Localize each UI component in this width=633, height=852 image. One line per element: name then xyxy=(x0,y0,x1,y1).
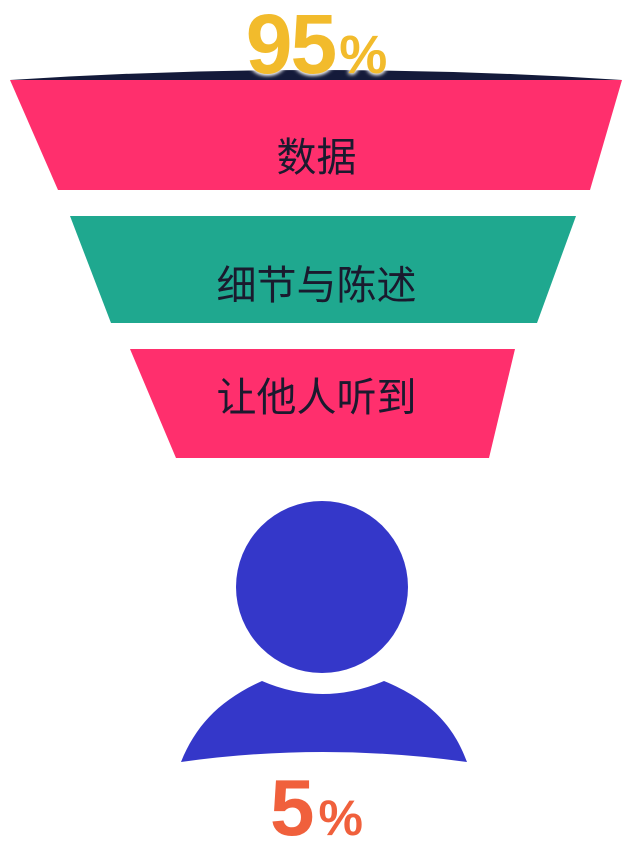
band-label-3: 让他人听到 xyxy=(216,375,417,421)
funnel-band-1 xyxy=(10,80,622,190)
band-label-1: 数据 xyxy=(276,135,357,181)
band-label-2: 细节与陈述 xyxy=(216,263,417,309)
user-icon-head xyxy=(236,501,408,673)
user-icon xyxy=(181,501,467,762)
bottom-percentage-symbol: % xyxy=(318,790,363,846)
bottom-percentage: 5% xyxy=(0,768,633,848)
bottom-percentage-number: 5 xyxy=(270,763,315,852)
user-icon-body xyxy=(181,681,467,762)
top-percentage-symbol: % xyxy=(339,25,388,85)
funnel-band-2 xyxy=(70,216,576,323)
top-percentage-number: 95 xyxy=(245,0,337,91)
funnel-band-3 xyxy=(130,349,515,458)
top-percentage: 95% xyxy=(0,2,633,86)
